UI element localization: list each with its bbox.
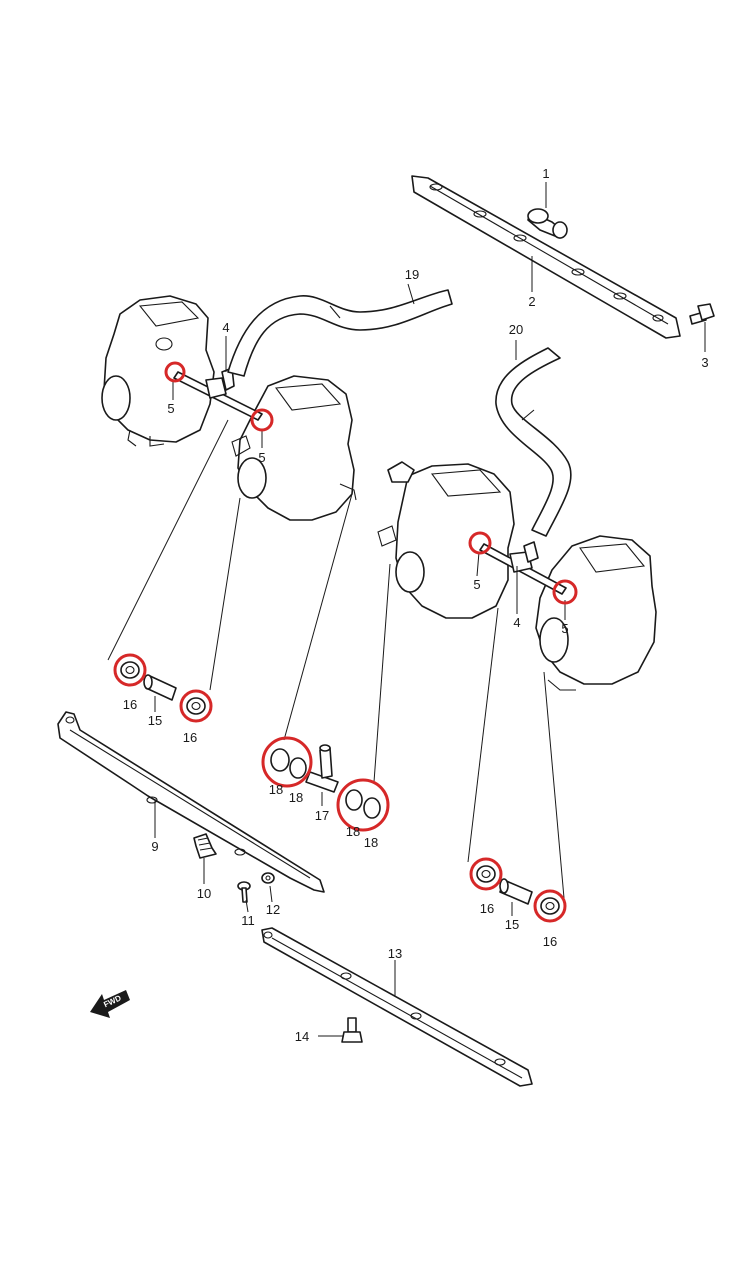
highlight-circle: [261, 736, 313, 788]
highlight-circle: [533, 889, 567, 923]
right-carburetor-rear: [377, 461, 515, 619]
right-linkage-shaft: [479, 541, 567, 595]
screw-part-11: [237, 881, 251, 903]
label-part-14: 14: [295, 1029, 309, 1044]
left-carburetor-front: [231, 375, 357, 521]
highlight-circle: [468, 531, 492, 555]
label-part-19: 19: [405, 267, 419, 282]
washer-part-12: [261, 872, 275, 884]
label-part-16: 16: [543, 934, 557, 949]
highlight-markers: [113, 361, 578, 923]
label-part-5: 5: [473, 577, 480, 592]
label-part-4: 4: [222, 320, 229, 335]
label-part-17: 17: [315, 808, 329, 823]
label-part-5: 5: [167, 401, 174, 416]
hose-part-19: [227, 289, 453, 377]
label-part-12: 12: [266, 902, 280, 917]
label-part-20: 20: [509, 322, 523, 337]
left-fitting-set: [120, 661, 206, 715]
label-part-1: 1: [542, 166, 549, 181]
right-fitting-set: [476, 865, 560, 915]
upper-bracket: [411, 175, 681, 339]
highlight-circle: [469, 857, 503, 891]
lower-bracket-part-9: [57, 711, 325, 893]
label-leaders: [154, 182, 706, 1037]
label-part-3: 3: [701, 355, 708, 370]
lower-bracket-part-13: [261, 927, 533, 1087]
bolt-part-14: [341, 1017, 363, 1043]
label-part-5: 5: [561, 621, 568, 636]
right-carburetor-front: [535, 535, 657, 691]
highlight-circle: [336, 778, 390, 832]
hose-part-20: [495, 347, 572, 537]
highlight-circle: [250, 408, 274, 432]
label-part-11: 11: [241, 913, 255, 928]
highlight-circle: [113, 653, 147, 687]
label-part-4: 4: [513, 615, 520, 630]
label-part-5: 5: [258, 450, 265, 465]
label-part-15: 15: [505, 917, 519, 932]
forward-arrow-icon: FWD: [90, 990, 130, 1018]
label-part-16: 16: [183, 730, 197, 745]
highlight-circle: [179, 689, 213, 723]
sleeve-part-1: [527, 208, 568, 239]
part-labels: 1 2 3 4 4 5 5 5 5 9 10 11 12 13 14 15 15…: [123, 166, 709, 1044]
clip-part-10: [193, 833, 217, 859]
label-part-16: 16: [480, 901, 494, 916]
label-part-18: 18: [364, 835, 378, 850]
highlight-circle: [164, 361, 186, 383]
label-part-18: 18: [269, 782, 283, 797]
assembly-leader-lines: [107, 419, 565, 899]
label-part-10: 10: [197, 886, 211, 901]
label-part-16: 16: [123, 697, 137, 712]
label-part-15: 15: [148, 713, 162, 728]
label-part-18: 18: [346, 824, 360, 839]
label-part-18: 18: [289, 790, 303, 805]
left-carburetor-rear: [101, 295, 215, 447]
middle-fitting-set: [270, 744, 381, 819]
label-part-9: 9: [151, 839, 158, 854]
label-part-2: 2: [528, 294, 535, 309]
highlight-circle: [552, 579, 578, 605]
label-part-13: 13: [388, 946, 402, 961]
bolt-part-3: [689, 303, 715, 325]
